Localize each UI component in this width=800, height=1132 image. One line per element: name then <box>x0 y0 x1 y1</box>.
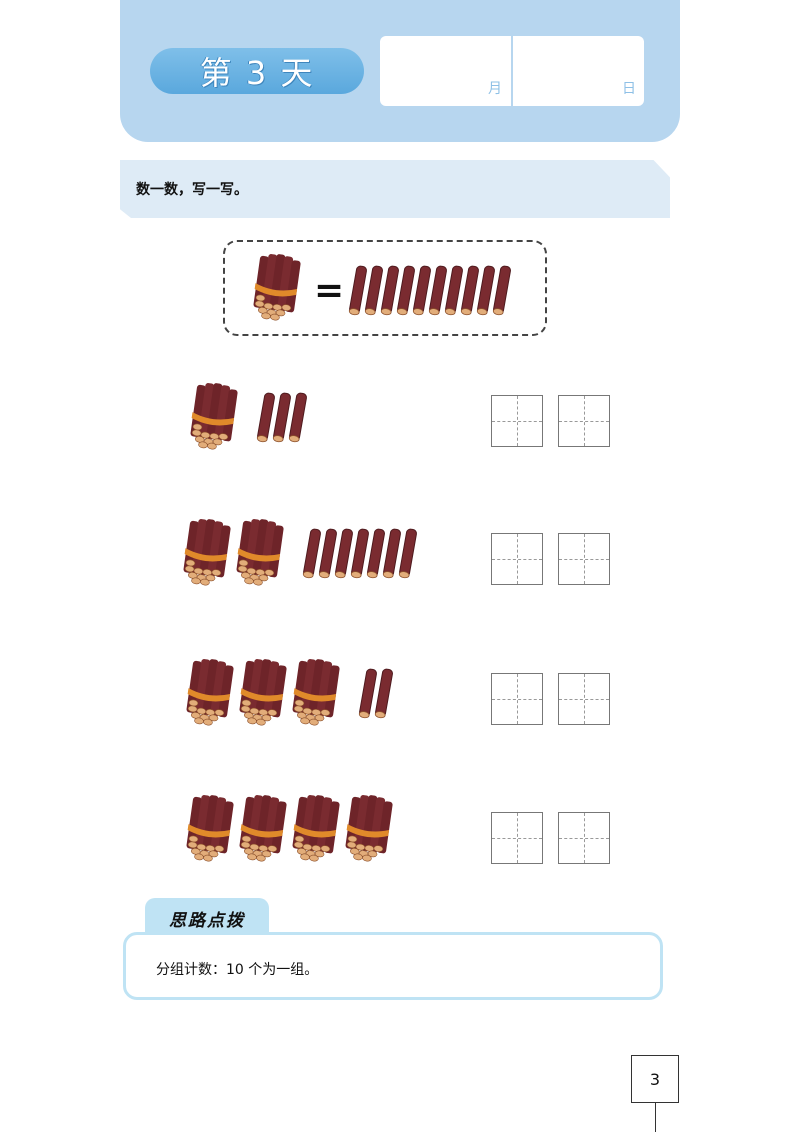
answer-box-1-tens[interactable] <box>491 395 543 447</box>
stick-icon <box>302 527 322 579</box>
stick-bundle-icon <box>236 792 288 864</box>
month-unit: 月 <box>488 81 502 97</box>
stick-icon <box>334 527 354 579</box>
stick-icon <box>272 391 292 443</box>
stick-bundle-icon <box>250 251 302 323</box>
day-badge: 第 3 天 <box>150 48 364 94</box>
stick-icon <box>460 264 480 316</box>
page-number-box: 3 <box>631 1055 679 1103</box>
equation-box <box>223 240 547 336</box>
stick-icon <box>428 264 448 316</box>
instruction-bar: 数一数，写一写。 <box>120 160 670 218</box>
answer-box-4-tens[interactable] <box>491 812 543 864</box>
stick-icon <box>374 667 394 719</box>
stick-icon <box>366 527 386 579</box>
hint-title: 思路点拨 <box>169 910 245 931</box>
stick-bundle-icon <box>183 792 235 864</box>
stick-icon <box>288 391 308 443</box>
stick-icon <box>364 264 384 316</box>
stick-icon <box>492 264 512 316</box>
day-unit: 日 <box>622 81 636 97</box>
stick-icon <box>382 527 402 579</box>
answer-box-1-ones[interactable] <box>558 395 610 447</box>
stick-icon <box>398 527 418 579</box>
answer-box-3-tens[interactable] <box>491 673 543 725</box>
answer-box-2-ones[interactable] <box>558 533 610 585</box>
hint-title-tab: 思路点拨 <box>145 898 269 938</box>
stick-bundle-icon <box>289 656 341 728</box>
answer-box-4-ones[interactable] <box>558 812 610 864</box>
stick-bundle-icon <box>180 516 232 588</box>
date-divider <box>511 36 513 106</box>
stick-bundle-icon <box>342 792 394 864</box>
page-number: 3 <box>649 1069 661 1089</box>
stick-bundle-icon <box>289 792 341 864</box>
stick-icon <box>380 264 400 316</box>
page-number-line <box>655 1103 656 1132</box>
stick-icon <box>358 667 378 719</box>
instruction-text: 数一数，写一写。 <box>136 182 248 198</box>
answer-box-3-ones[interactable] <box>558 673 610 725</box>
equals-sign: = <box>314 270 345 311</box>
stick-icon <box>348 264 368 316</box>
date-field[interactable]: 月 日 <box>380 36 644 106</box>
stick-icon <box>256 391 276 443</box>
day-label: 第 3 天 <box>199 54 315 92</box>
stick-bundle-icon <box>233 516 285 588</box>
hint-text: 分组计数：10 个为一组。 <box>156 962 319 978</box>
hint-box: 分组计数：10 个为一组。 <box>123 932 663 1000</box>
answer-box-2-tens[interactable] <box>491 533 543 585</box>
stick-bundle-icon <box>183 656 235 728</box>
stick-icon <box>396 264 416 316</box>
stick-icon <box>318 527 338 579</box>
stick-icon <box>476 264 496 316</box>
stick-icon <box>444 264 464 316</box>
stick-icon <box>412 264 432 316</box>
stick-bundle-icon <box>236 656 288 728</box>
stick-bundle-icon <box>187 380 239 452</box>
stick-icon <box>350 527 370 579</box>
